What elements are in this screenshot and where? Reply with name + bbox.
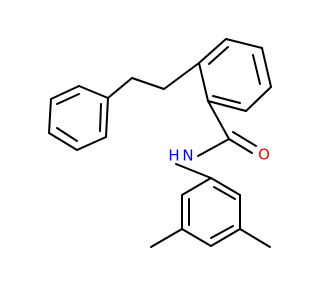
oxygen-atom-label: O <box>258 146 270 164</box>
aromatic-inner-bond <box>99 103 102 132</box>
bond <box>48 132 78 151</box>
molecule-canvas: O N H <box>48 38 272 248</box>
bond <box>175 163 212 179</box>
bond <box>198 38 227 64</box>
bond <box>261 47 272 88</box>
aromatic-inner-bond <box>252 54 261 85</box>
bond <box>48 98 52 134</box>
dimethylphenyl-ring <box>150 177 271 248</box>
bond <box>107 77 133 99</box>
aromatic-inner-bond <box>210 225 234 239</box>
carbonyl-double-bond <box>228 138 253 154</box>
aromatic-inner-bond <box>208 46 229 65</box>
bond <box>225 38 263 49</box>
bond <box>163 62 200 90</box>
aromatic-inner-bond <box>56 127 78 142</box>
bond <box>76 136 107 151</box>
aromatic-inner-bond <box>213 186 236 200</box>
aromatic-inner-bond <box>212 95 241 104</box>
bond <box>50 85 80 100</box>
aromatic-inner-bond <box>56 93 80 105</box>
bond <box>198 62 209 102</box>
methyl-bond <box>239 228 271 248</box>
amide-group <box>175 100 257 179</box>
bond <box>207 100 230 140</box>
bond <box>78 85 109 99</box>
molecule-diagram: O N H <box>48 38 272 248</box>
carbonyl-double-bond <box>232 131 257 147</box>
phenyl-ring <box>48 85 109 151</box>
bond <box>207 100 247 112</box>
bond <box>210 177 241 196</box>
bond <box>181 177 212 196</box>
bond <box>105 97 109 138</box>
nitrogen-atom-label: N <box>182 147 193 165</box>
ethylene-bridge <box>107 62 200 99</box>
bond <box>210 228 241 247</box>
methyl-bond <box>150 228 183 248</box>
hydrogen-atom-label: H <box>168 147 179 165</box>
bond <box>245 86 272 112</box>
bond <box>131 77 165 90</box>
bond <box>181 228 212 247</box>
bond <box>197 138 230 157</box>
benzoyl-ring <box>198 38 272 112</box>
